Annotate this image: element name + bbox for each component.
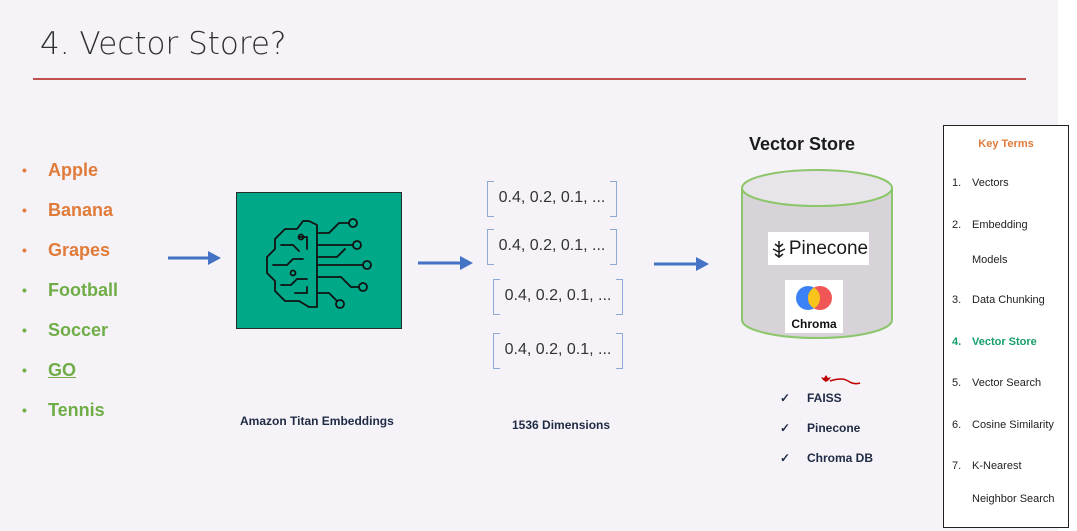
key-term-data-chunking[interactable]: 3.Data Chunking [952,294,1045,306]
title-rule [33,78,1026,80]
vector-row: 0.4, 0.2, 0.1, ... [487,181,617,217]
input-word: Banana [48,199,114,220]
arrow-right-icon [168,251,221,265]
bracket-left [493,333,500,369]
vector-values: 0.4, 0.2, 0.1, ... [498,237,606,254]
check-icon: ✓ [780,391,791,405]
bracket-right [610,181,617,217]
pinecone-icon [772,240,786,258]
list-item: ✓ FAISS [780,383,873,413]
list-item: • Apple [22,150,118,190]
slide-title: 4. Vector Store? [40,26,287,62]
bullet-icon: • [22,162,27,178]
arrow-right-icon [654,257,709,271]
store-option: Pinecone [807,421,861,435]
list-item: ✓ Chroma DB [780,443,873,473]
bullet-icon: • [22,402,27,418]
check-icon: ✓ [780,451,791,465]
list-item: • Tennis [22,390,118,430]
bracket-right [616,279,623,315]
brain-circuit-icon [266,218,372,309]
bullet-icon: • [22,322,27,338]
list-item: • Soccer [22,310,118,350]
pinecone-logo: Pinecone [768,232,869,265]
embedding-model-box [236,192,402,329]
input-word: Grapes [48,239,111,260]
bullet-icon: • [22,282,27,298]
vector-store-title: Vector Store [749,134,856,154]
key-term-vector-store[interactable]: 4.Vector Store [952,336,1037,348]
input-word: Soccer [48,319,109,340]
input-word-link[interactable]: GO [48,359,77,380]
key-term-vector-search[interactable]: 5.Vector Search [952,377,1042,389]
bullet-icon: • [22,242,27,258]
bracket-left [493,279,500,315]
chroma-icon [796,286,832,310]
check-icon: ✓ [780,421,791,435]
leaf-scribble-icon [821,375,861,385]
dimensions-caption: 1536 Dimensions [512,418,611,432]
key-terms-title: Key Terms [978,138,1034,150]
bullet-icon: • [22,202,27,218]
key-term-cosine-similarity[interactable]: 6.Cosine Similarity [952,419,1054,431]
vector-store-options: ✓ FAISS ✓ Pinecone ✓ Chroma DB [780,383,873,473]
vector-row: 0.4, 0.2, 0.1, ... [487,229,617,265]
vector-row: 0.4, 0.2, 0.1, ... [493,333,623,369]
key-term-vectors[interactable]: 1.Vectors [952,177,1009,189]
bracket-left [487,181,494,217]
bracket-right [616,333,623,369]
list-item: • Football [22,270,118,310]
bracket-left [487,229,494,265]
chroma-logo-text: Chroma [791,317,837,331]
chroma-logo: Chroma [785,280,843,333]
vector-values: 0.4, 0.2, 0.1, ... [498,189,606,206]
list-item: ✓ Pinecone [780,413,873,443]
input-word: Tennis [48,399,105,420]
input-word-list: • Apple • Banana • Grapes • Football • Soccer… [22,150,118,430]
store-option: FAISS [807,391,842,405]
list-item: • Grapes [22,230,118,270]
pinecone-logo-text: Pinecone [788,237,869,259]
bullet-icon: • [22,362,27,378]
input-word: Apple [48,159,99,180]
bracket-right [610,229,617,265]
model-caption: Amazon Titan Embeddings [240,414,394,428]
vector-row: 0.4, 0.2, 0.1, ... [493,279,623,315]
list-item: • Banana [22,190,118,230]
vector-values: 0.4, 0.2, 0.1, ... [504,341,612,358]
list-item: • GO [22,350,118,390]
arrow-right-icon [418,256,473,270]
input-word: Football [48,279,118,300]
vector-values: 0.4, 0.2, 0.1, ... [504,287,612,304]
store-option: Chroma DB [807,451,874,465]
